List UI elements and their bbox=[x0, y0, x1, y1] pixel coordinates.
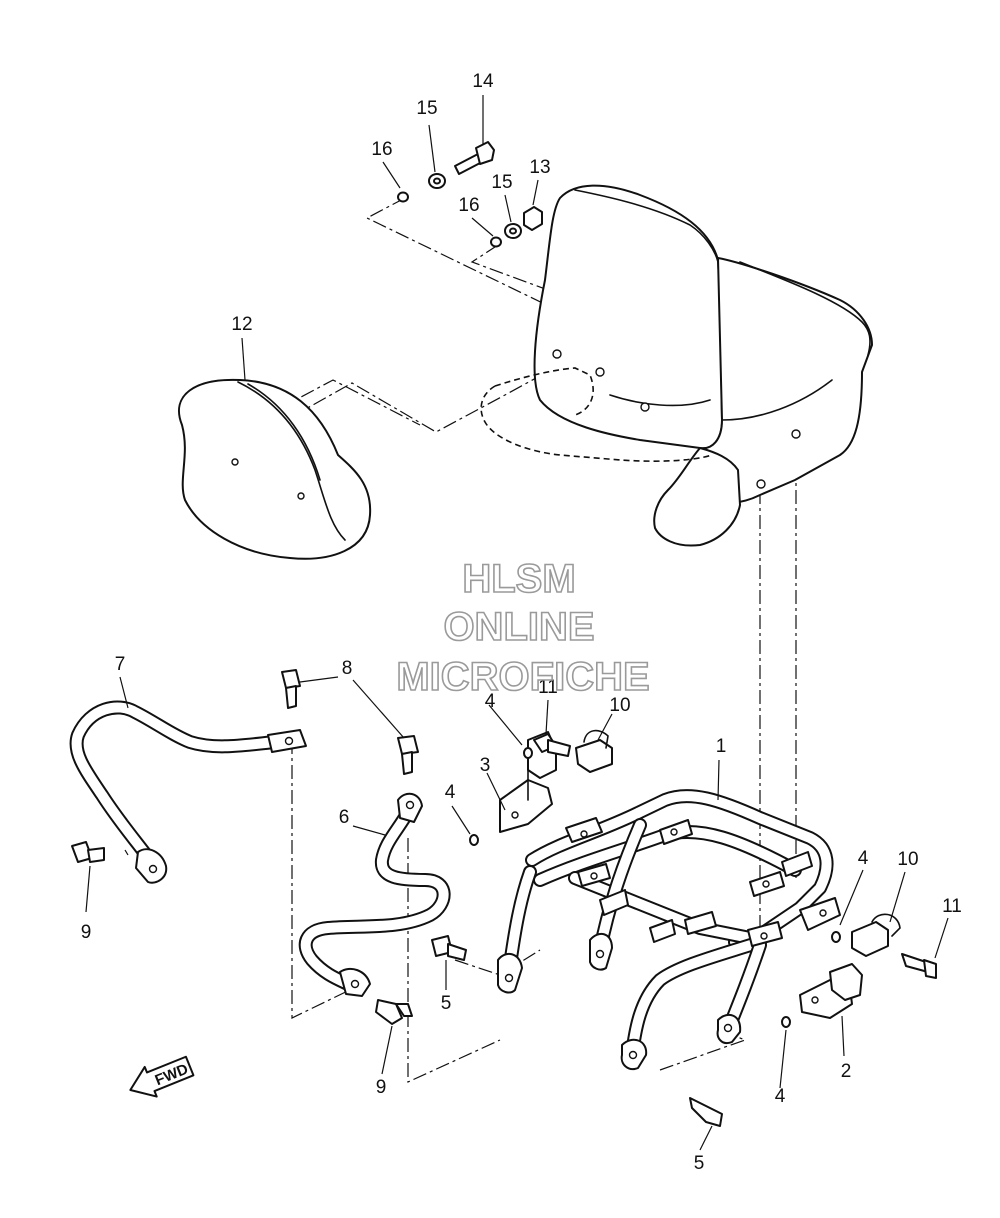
callout-3: 3 bbox=[480, 755, 491, 776]
callout-5: 5 bbox=[441, 993, 452, 1014]
bracket-part-3 bbox=[499, 731, 557, 833]
bolt-part-11-b bbox=[901, 953, 937, 979]
callout-15: 15 bbox=[491, 172, 512, 193]
bolt-part-8-a bbox=[281, 669, 301, 709]
bolt-part-11-a bbox=[533, 733, 571, 757]
grab-bar-part-6 bbox=[298, 792, 451, 997]
callout-5: 5 bbox=[694, 1153, 705, 1174]
washer-part-15-a bbox=[428, 173, 446, 189]
callout-16: 16 bbox=[458, 195, 479, 216]
bolt-part-14 bbox=[454, 141, 495, 175]
callout-14: 14 bbox=[472, 71, 494, 92]
bolt-part-5-a bbox=[431, 935, 467, 961]
seat-cushion-part bbox=[178, 378, 372, 560]
callout-11: 11 bbox=[942, 896, 962, 917]
callout-4: 4 bbox=[445, 782, 456, 803]
watermark-line-2: ONLINE bbox=[443, 605, 594, 649]
callout-11: 11 bbox=[538, 677, 558, 698]
clamp-part-10-a bbox=[575, 729, 613, 773]
rear-cover-housing-part bbox=[480, 184, 873, 547]
callout-2: 2 bbox=[841, 1061, 852, 1082]
callout-15: 15 bbox=[416, 98, 437, 119]
bolt-part-5-b bbox=[689, 1097, 723, 1127]
callout-10: 10 bbox=[897, 849, 918, 870]
carrier-frame-part bbox=[497, 789, 841, 1070]
callout-8: 8 bbox=[342, 658, 353, 679]
grab-bar-part-7 bbox=[69, 700, 307, 884]
callout-10: 10 bbox=[609, 695, 630, 716]
callout-4: 4 bbox=[775, 1086, 786, 1107]
washer-part-16-b bbox=[490, 236, 502, 248]
callout-9: 9 bbox=[376, 1077, 387, 1098]
callout-16: 16 bbox=[371, 139, 392, 160]
bolt-part-8-b bbox=[397, 735, 419, 775]
nut-part-13 bbox=[523, 206, 543, 231]
forward-direction-arrow: FWD bbox=[129, 1055, 195, 1098]
callout-1: 1 bbox=[716, 736, 727, 757]
watermark-line-1: HLSM bbox=[462, 557, 575, 601]
bolt-part-9-b bbox=[375, 999, 413, 1025]
bracket-part-2 bbox=[799, 963, 863, 1019]
callout-13: 13 bbox=[529, 157, 550, 178]
callout-6: 6 bbox=[339, 807, 350, 828]
callout-labels: 14 15 16 13 15 16 12 7 8 11 4 10 1 3 4 6… bbox=[81, 71, 962, 1174]
callout-12: 12 bbox=[231, 314, 252, 335]
watermark-line-3: MICROFICHE bbox=[396, 655, 649, 699]
callout-4: 4 bbox=[858, 848, 869, 869]
washer-part-15-b bbox=[504, 223, 522, 239]
rivet-parts-4 bbox=[469, 747, 841, 1028]
callout-9: 9 bbox=[81, 922, 92, 943]
clamp-part-10-b bbox=[851, 913, 901, 957]
leader-lines bbox=[85, 95, 949, 1151]
callout-7: 7 bbox=[115, 654, 126, 675]
watermark: HLSM ONLINE MICROFICHE bbox=[396, 556, 651, 700]
washer-part-16-a bbox=[397, 191, 409, 203]
bolt-part-9-a bbox=[71, 841, 105, 863]
callout-4: 4 bbox=[485, 691, 496, 712]
